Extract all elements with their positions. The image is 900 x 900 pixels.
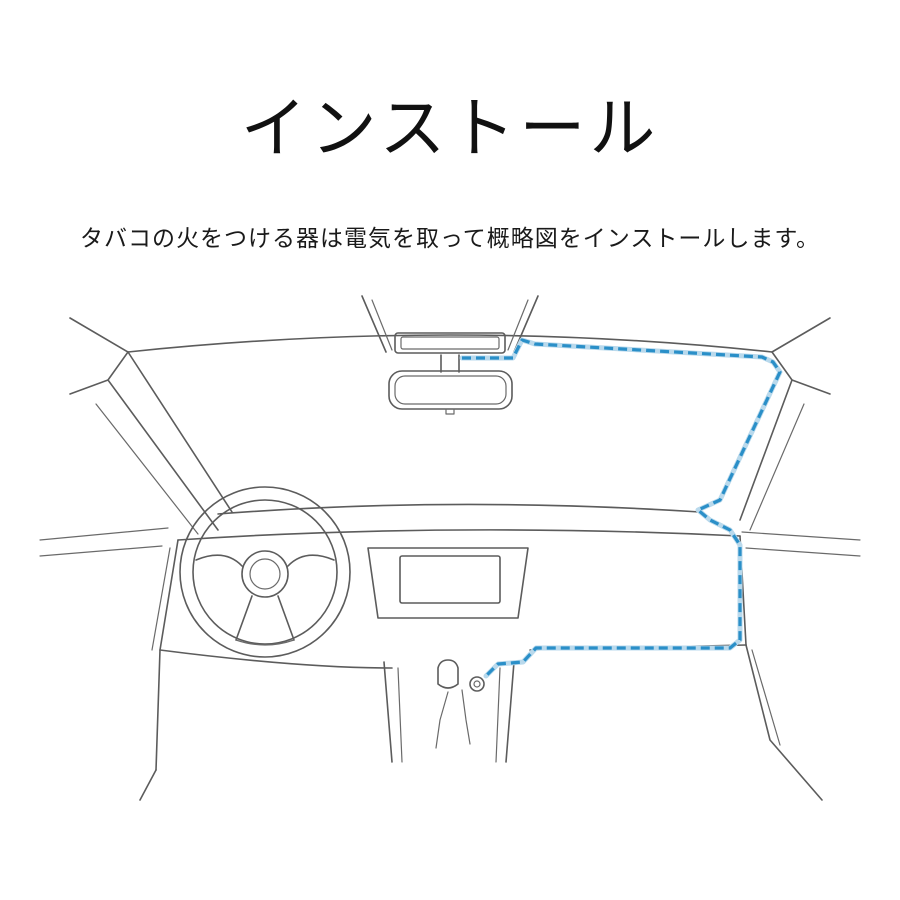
center-console [367, 547, 529, 763]
left-a-pillar [39, 351, 233, 557]
page-description: タバコの火をつける器は電気を取って概略図をインストールします。 [79, 226, 821, 252]
page-title: インストール [240, 90, 660, 167]
infotainment-screen [399, 555, 501, 604]
dashcam-cable-route [459, 337, 783, 679]
roof-headliner [69, 295, 831, 353]
overhead-console [394, 332, 506, 354]
cable-dashes [462, 338, 782, 678]
right-a-pillar [739, 351, 861, 557]
rearview-mirror [388, 354, 513, 415]
steering-wheel [179, 486, 351, 658]
cigarette-lighter-socket [435, 659, 485, 749]
